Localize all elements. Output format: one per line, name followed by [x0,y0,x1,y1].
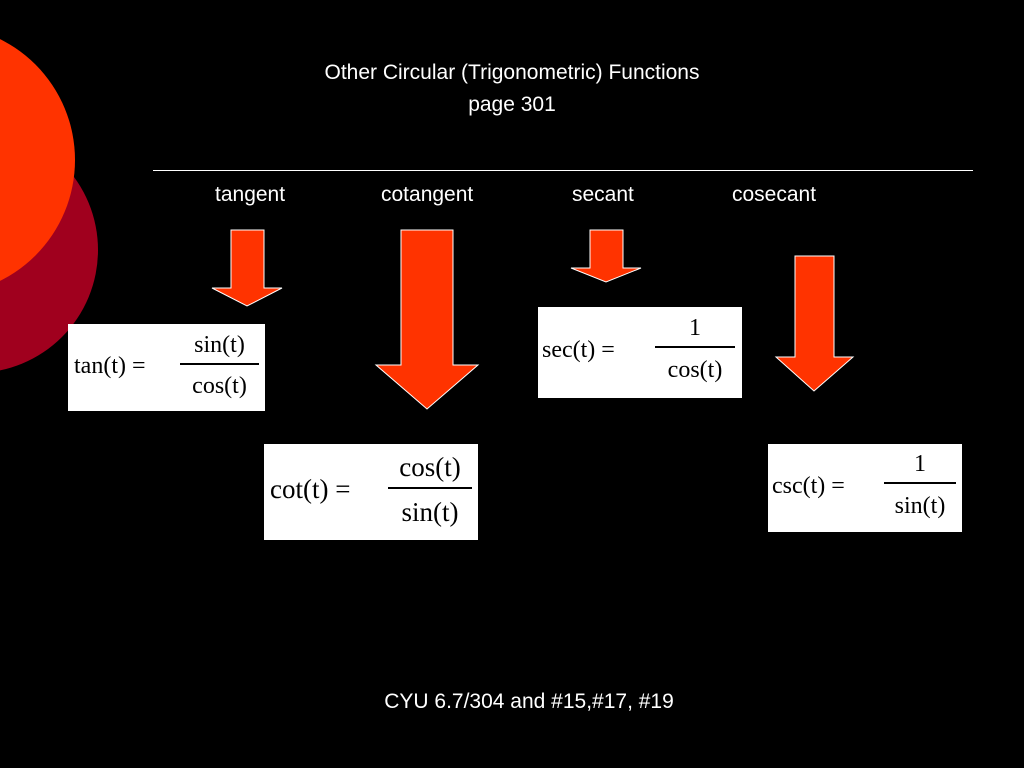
title-divider [153,170,973,171]
tan-numerator: sin(t) [194,332,245,358]
csc-lhs: csc(t) = [772,473,845,499]
slide-footer: CYU 6.7/304 and #15,#17, #19 [384,690,674,713]
cotangent-arrow-icon [374,229,480,410]
sec-formula-box: sec(t) = 1 cos(t) [538,307,742,398]
tan-lhs: tan(t) = [74,353,146,379]
sec-lhs: sec(t) = [542,337,615,363]
secant-arrow-icon [570,229,642,283]
label-cosecant: cosecant [732,183,817,206]
cot-fraction-bar [388,487,472,489]
cosecant-arrow-icon [774,255,855,392]
label-tangent: tangent [215,183,286,206]
tangent-arrow-icon [211,229,283,307]
tan-formula-box: tan(t) = sin(t) cos(t) [68,324,265,411]
tan-fraction-bar [180,363,259,365]
label-cotangent: cotangent [381,183,474,206]
sec-fraction-bar [655,346,735,348]
decorative-circle-front [0,39,75,281]
tan-denominator: cos(t) [192,372,247,399]
csc-denominator: sin(t) [894,492,946,519]
cot-numerator: cos(t) [399,452,461,482]
csc-fraction-bar [884,482,956,484]
cot-lhs: cot(t) = [270,474,351,504]
cot-formula-box: cot(t) = cos(t) sin(t) [264,444,478,540]
slide-title: Other Circular (Trigonometric) Functions [324,61,700,84]
slide-subtitle: page 301 [468,93,556,116]
sec-numerator: 1 [689,315,701,341]
cot-fraction: cos(t) sin(t) [388,450,472,529]
sec-fraction: 1 cos(t) [655,312,735,386]
csc-fraction: 1 sin(t) [884,448,956,522]
cot-denominator: sin(t) [401,496,459,527]
tan-fraction: sin(t) cos(t) [180,330,259,401]
label-secant: secant [572,183,634,206]
csc-numerator: 1 [914,451,926,477]
csc-formula-box: csc(t) = 1 sin(t) [768,444,962,532]
sec-denominator: cos(t) [667,356,723,383]
